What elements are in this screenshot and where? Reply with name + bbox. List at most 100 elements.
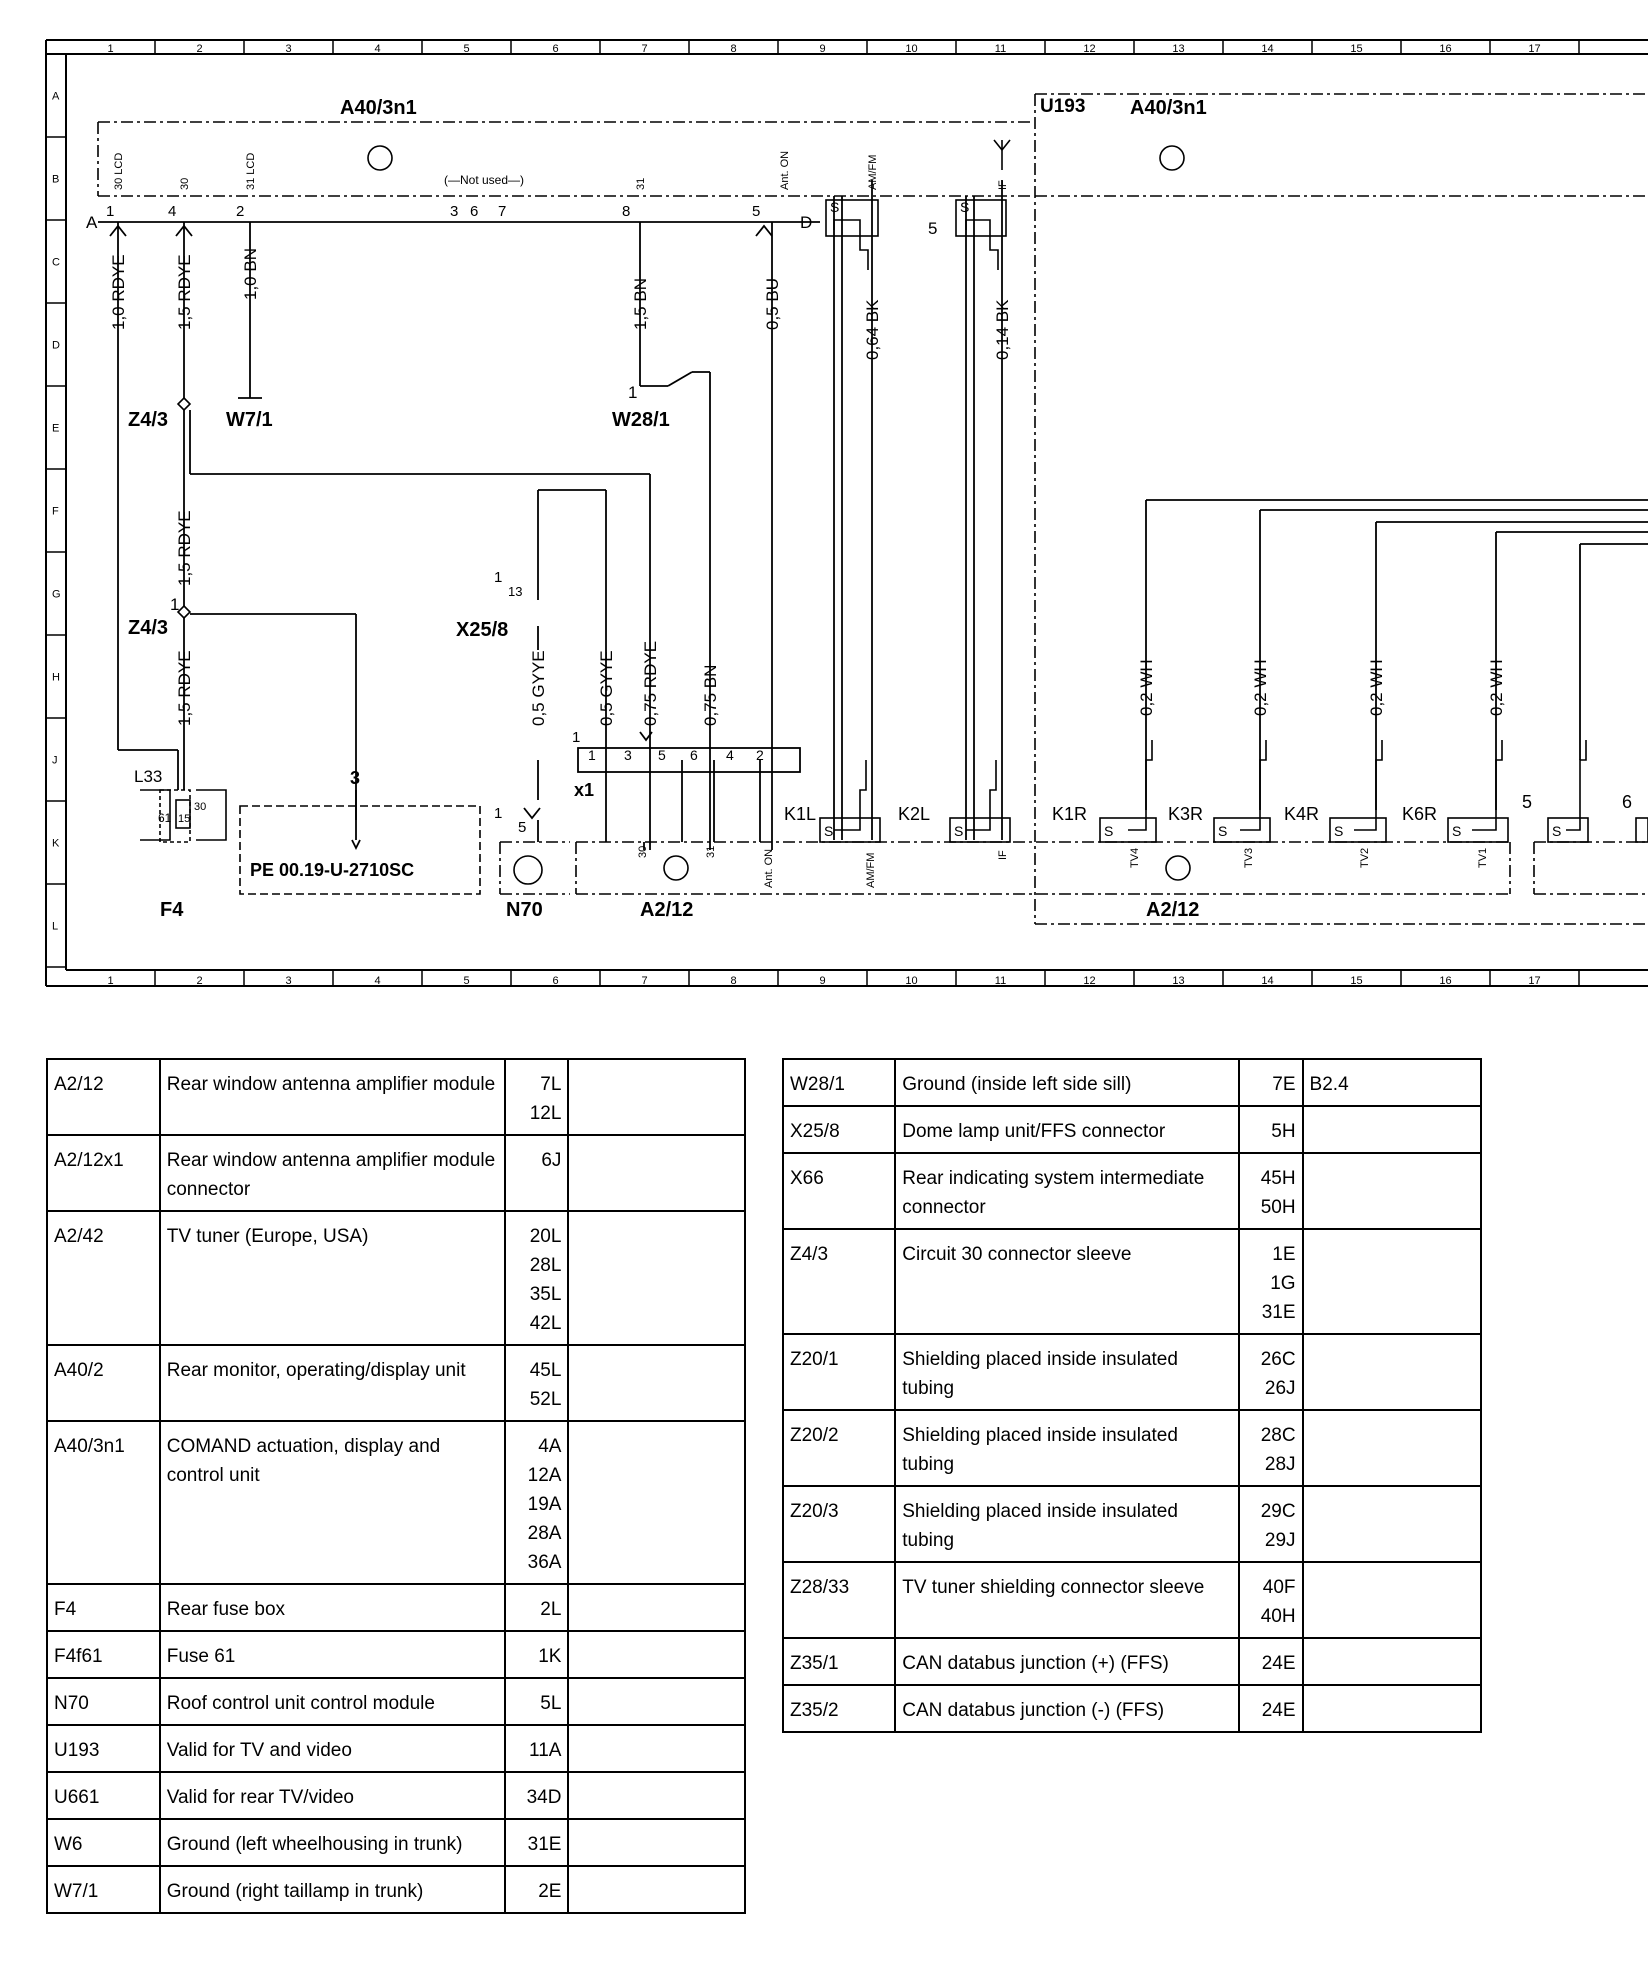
pin-6: 6 — [470, 203, 478, 220]
legend-description: Dome lamp unit/FFS connector — [894, 1106, 1241, 1153]
label-k3r: K3R — [1168, 804, 1203, 824]
label-shield-s-top-2: S — [960, 199, 969, 215]
pin-5: 5 — [752, 203, 760, 220]
grid-column-label-top: 14 — [1261, 43, 1273, 55]
wire-label-0-75-bn: 0,75 BN — [701, 665, 720, 726]
legend-note — [567, 1866, 746, 1913]
diagram-frame — [45, 39, 1648, 987]
wire-label-0-2-wh-4: 0,2 WH — [1487, 659, 1506, 716]
label-pe-ref: PE 00.19-U-2710SC — [250, 860, 414, 880]
legend-note — [1301, 1685, 1483, 1732]
grid-column-label-bottom: 10 — [905, 975, 917, 987]
pin-2: 2 — [236, 203, 244, 220]
label-z4-3-b-pin: 1 — [170, 595, 179, 614]
legend-description: Circuit 30 connector sleeve — [894, 1229, 1241, 1334]
legend-code: A2/12 — [46, 1059, 161, 1135]
legend-description: Rear monitor, operating/display unit — [158, 1345, 507, 1421]
pin-3: 3 — [450, 203, 458, 220]
legend-location: 11A — [504, 1725, 570, 1772]
legend-location: 1K — [504, 1631, 570, 1678]
label-a2-12: A2/12 — [640, 899, 693, 921]
legend-note — [567, 1345, 746, 1421]
label-x25-8: X25/8 — [456, 619, 508, 641]
label-n70-pin1: 1 — [494, 805, 502, 822]
label-x1-pin-3: 3 — [624, 747, 632, 763]
wire-label-1-0-bn: 1,0 BN — [241, 248, 260, 300]
grid-column-label-bottom: 7 — [641, 975, 647, 987]
wire-label-0-2-wh-1: 0,2 WH — [1137, 659, 1156, 716]
label-f4-61: 61 — [158, 811, 172, 825]
legend-code: X25/8 — [781, 1106, 897, 1153]
wires-solid — [98, 180, 1648, 850]
legend-location: 45H 50H — [1238, 1153, 1304, 1229]
legend-code: Z20/1 — [781, 1334, 897, 1410]
legend-location: 29C 29J — [1238, 1486, 1304, 1562]
label-right-pin-6: 6 — [1622, 792, 1632, 812]
legend-description: Shielding placed inside insulated tubing — [894, 1334, 1241, 1410]
title-a40-3n1-right: A40/3n1 — [1130, 97, 1207, 119]
legend-code: A40/2 — [46, 1345, 161, 1421]
label-tv3: TV3 — [1243, 848, 1255, 868]
label-n70: N70 — [506, 899, 543, 921]
label-z4-3-a: Z4/3 — [128, 409, 168, 431]
grid-column-ticks — [154, 40, 1580, 986]
label-a2-12-pin-31: 31 — [705, 846, 717, 858]
grid-column-label-bottom: 9 — [819, 975, 825, 987]
grid-column-label-top: 4 — [374, 43, 380, 55]
pin-8: 8 — [622, 203, 630, 220]
wire-label-0-2-wh-3: 0,2 WH — [1367, 659, 1386, 716]
connector-d-label: D — [800, 213, 812, 232]
legend-location: 4A 12A 19A 28A 36A — [504, 1421, 570, 1584]
legend-location: 24E — [1238, 1685, 1304, 1732]
grid-column-label-bottom: 11 — [995, 975, 1006, 987]
label-right-pin-5: 5 — [1522, 792, 1532, 812]
legend-description: Roof control unit control module — [158, 1678, 507, 1725]
label-k6r: K6R — [1402, 804, 1437, 824]
pin-text-if: IF — [997, 180, 1009, 190]
legend-description: Valid for TV and video — [158, 1725, 507, 1772]
legend-description: Shielding placed inside insulated tubing — [894, 1410, 1241, 1486]
pin-text-ant-on: Ant. ON — [779, 151, 791, 190]
connector-arrows — [109, 224, 773, 851]
legend-location: 7L 12L — [504, 1059, 570, 1135]
label-x1-pin-6: 6 — [690, 747, 698, 763]
pin-text-30lcd: 30 LCD — [113, 153, 125, 190]
legend-description: TV tuner shielding connector sleeve — [894, 1562, 1241, 1638]
title-u193: U193 — [1040, 96, 1085, 117]
label-x25-8-p13: 13 — [508, 584, 522, 599]
grid-column-label-bottom: 2 — [196, 975, 202, 987]
wire-label-0-5-gyye-b: 0,5 GYYE — [597, 650, 616, 726]
legend-code: F4f61 — [46, 1631, 161, 1678]
label-shield-s-6: S — [1452, 823, 1461, 839]
antenna-symbol — [993, 139, 1011, 170]
wire-label-1-5-rdye-h: 1,5 RDYE — [175, 650, 194, 726]
grid-column-label-top: 1 — [107, 43, 113, 55]
legend-location: 5H — [1238, 1106, 1304, 1153]
label-x1-pin-1: 1 — [588, 747, 596, 763]
legend-location: 31E — [504, 1819, 570, 1866]
grid-row-label: H — [52, 672, 60, 684]
legend-note — [1301, 1229, 1483, 1334]
title-a40-3n1: A40/3n1 — [340, 97, 417, 119]
label-x1-pin-a: 1 — [572, 729, 580, 746]
grid-column-label-top: 13 — [1172, 43, 1184, 55]
wire-label-0-5-bu: 0,5 BU — [763, 278, 782, 330]
legend-description: Valid for rear TV/video — [158, 1772, 507, 1819]
label-tv4: TV4 — [1129, 848, 1141, 868]
legend-description: Rear indicating system intermediate conn… — [894, 1153, 1241, 1229]
grid-row-label: L — [52, 921, 58, 933]
